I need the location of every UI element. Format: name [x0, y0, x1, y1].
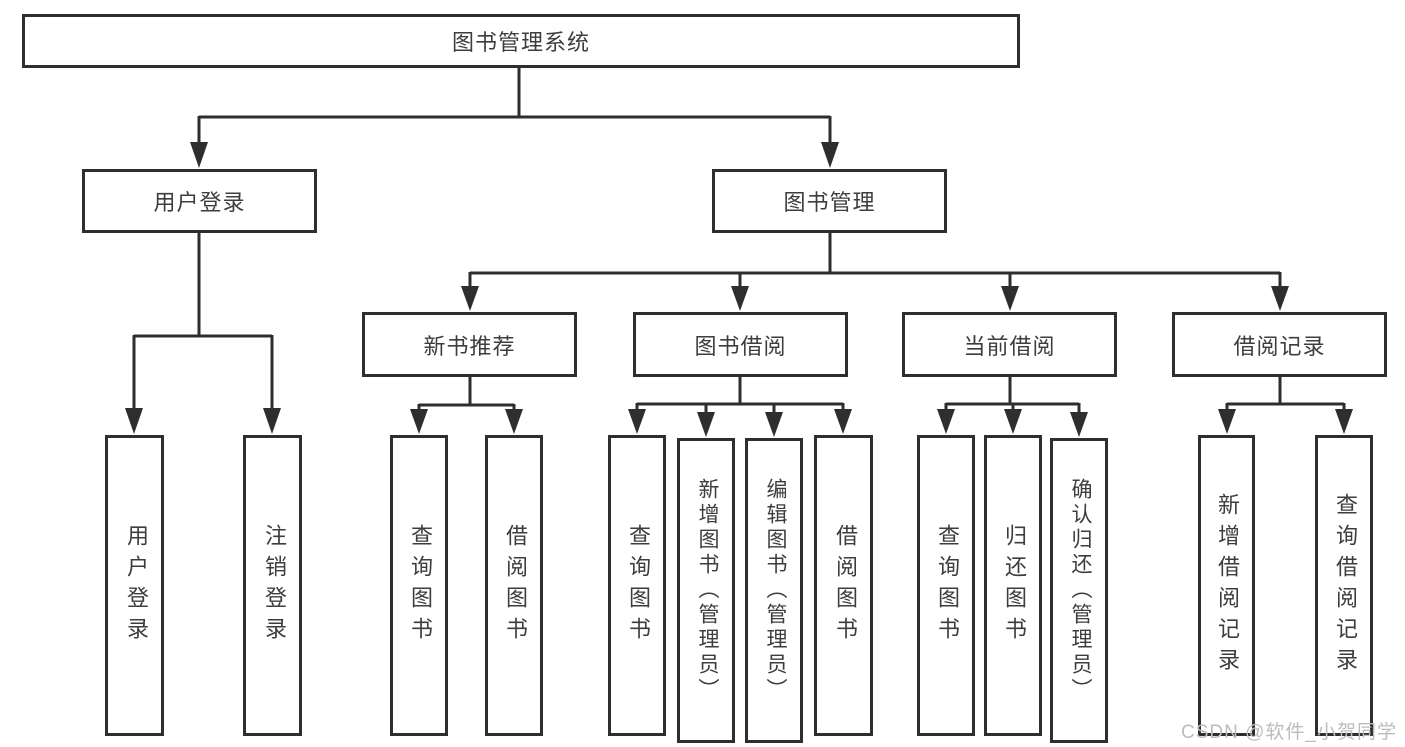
- node-new-book-recommend: 新书推荐: [362, 312, 577, 377]
- arrow-down-icon: [821, 142, 839, 168]
- leaf-query-books-borrow: 查询图书: [608, 435, 666, 736]
- arrow-down-icon: [1271, 286, 1289, 311]
- leaf-edit-book-admin: 编辑图书（管理员）: [745, 438, 803, 743]
- connector-book-management-bus: [468, 233, 1282, 290]
- leaf-add-borrow-record: 新增借阅记录: [1198, 435, 1255, 736]
- arrow-down-icon: [1335, 409, 1353, 434]
- arrow-down-icon: [505, 409, 523, 434]
- leaf-borrow-books: 借阅图书: [814, 435, 873, 736]
- node-library-system: 图书管理系统: [22, 14, 1020, 68]
- connector-root-bus: [197, 68, 832, 146]
- arrow-down-icon: [1001, 286, 1019, 311]
- leaf-logout: 注销登录: [243, 435, 302, 736]
- leaf-return-books: 归还图书: [984, 435, 1042, 736]
- leaf-query-borrow-record: 查询借阅记录: [1315, 435, 1373, 736]
- arrow-down-icon: [731, 286, 749, 311]
- connector-current-borrow-bus: [944, 377, 1081, 414]
- arrow-down-icon: [628, 409, 646, 434]
- arrow-down-icon: [461, 286, 479, 311]
- node-user-login: 用户登录: [82, 169, 317, 233]
- arrow-down-icon: [834, 409, 852, 434]
- node-book-borrow: 图书借阅: [633, 312, 848, 377]
- connector-borrow-record-bus: [1225, 377, 1346, 412]
- arrow-down-icon: [1218, 409, 1236, 434]
- arrow-down-icon: [765, 412, 783, 437]
- arrow-down-icon: [410, 409, 428, 434]
- leaf-user-login: 用户登录: [105, 435, 164, 736]
- leaf-query-books-recommend: 查询图书: [390, 435, 448, 736]
- connector-book-borrow-bus: [635, 377, 845, 414]
- node-current-borrow: 当前借阅: [902, 312, 1117, 377]
- leaf-query-books-current: 查询图书: [917, 435, 975, 736]
- connector-new-book-bus: [417, 377, 516, 412]
- arrow-down-icon: [697, 412, 715, 437]
- leaf-confirm-return-admin: 确认归还（管理员）: [1050, 438, 1108, 743]
- node-book-management: 图书管理: [712, 169, 947, 233]
- connector-user-login-bus: [132, 232, 274, 411]
- arrowheads: [125, 142, 1353, 437]
- arrow-down-icon: [190, 142, 208, 168]
- leaf-add-book-admin: 新增图书（管理员）: [677, 438, 735, 743]
- node-borrow-records: 借阅记录: [1172, 312, 1387, 377]
- arrow-down-icon: [125, 408, 143, 434]
- watermark: CSDN @软件_小贺同学: [1181, 722, 1397, 743]
- arrow-down-icon: [1004, 409, 1022, 434]
- arrow-down-icon: [1070, 412, 1088, 437]
- arrow-down-icon: [937, 409, 955, 434]
- arrow-down-icon: [263, 408, 281, 434]
- leaf-borrow-books-recommend: 借阅图书: [485, 435, 543, 736]
